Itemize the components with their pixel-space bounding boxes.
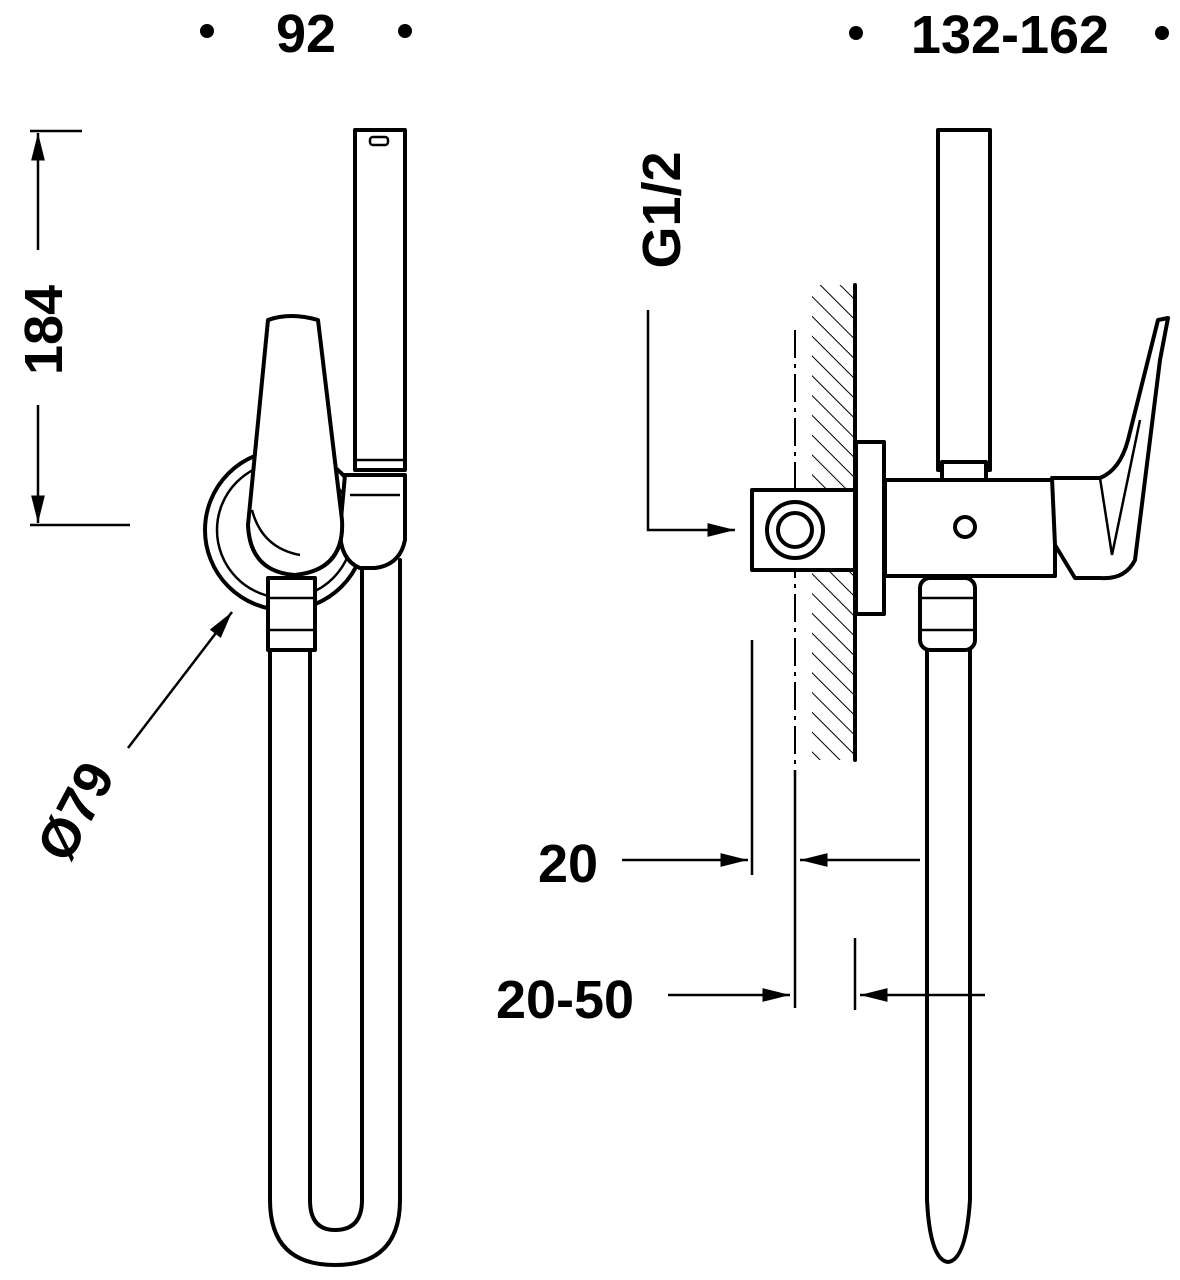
- hand-shower: [353, 128, 407, 472]
- dim-range-label: 20-50: [496, 970, 634, 1030]
- dim-diameter-label: Ø79: [26, 752, 127, 870]
- lever-handle: [1050, 316, 1170, 581]
- side-view: 132-162 G1/2 20: [496, 5, 1170, 1264]
- dim-width-label: 92: [276, 4, 336, 64]
- hose: [268, 558, 402, 1267]
- valve-body: [883, 478, 1057, 578]
- shower-holder: [338, 473, 407, 570]
- dim-inlet-label: 20: [538, 834, 598, 894]
- dim-height-label: 184: [14, 285, 74, 375]
- dim-dot: [398, 24, 412, 38]
- lever-handle: [246, 314, 345, 577]
- front-view: 92 184 Ø79: [14, 4, 412, 1267]
- dim-projection-label: 132-162: [911, 5, 1109, 65]
- height-dimension: 184: [14, 129, 130, 527]
- dim-dot: [200, 24, 214, 38]
- wall-flange: [854, 440, 886, 616]
- hose-nut: [918, 576, 977, 652]
- dim-dot: [849, 26, 863, 40]
- hose: [925, 648, 972, 1264]
- hose-nut: [266, 576, 317, 652]
- thread-label: G1/2: [632, 151, 692, 268]
- hand-shower: [936, 128, 992, 472]
- dim-dot: [1155, 26, 1169, 40]
- shower-slot: [368, 135, 390, 147]
